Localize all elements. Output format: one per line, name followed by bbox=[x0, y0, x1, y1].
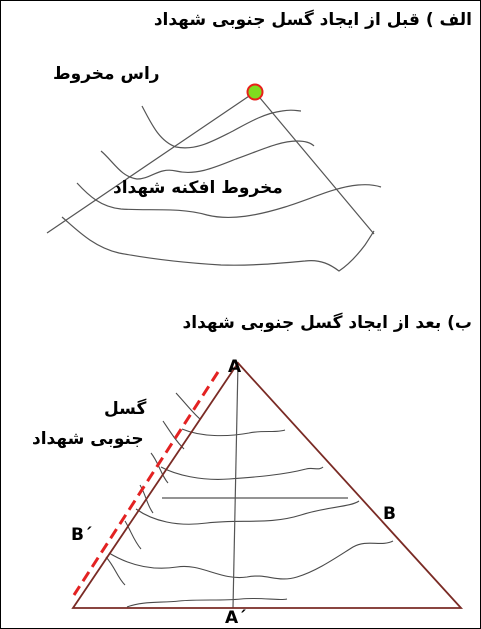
fault-line bbox=[72, 371, 220, 596]
fan-contour-3 bbox=[76, 182, 382, 218]
vertex-b-prime-label: B´ bbox=[71, 525, 93, 545]
fan-contour-b-5 bbox=[126, 597, 288, 608]
fan-contour-b-3 bbox=[135, 500, 360, 525]
faulted-fan-diagram bbox=[71, 361, 464, 609]
fan-contours-b bbox=[105, 392, 394, 608]
fan-contour-b-1 bbox=[181, 428, 286, 437]
fan-triangle bbox=[71, 361, 464, 609]
fault-label-line2: جنوبی شهداد bbox=[32, 429, 144, 449]
fan-contour-4 bbox=[61, 216, 375, 272]
fault-label-line1: گسل bbox=[104, 399, 147, 419]
fan-apex-label: راس مخروط bbox=[53, 64, 160, 84]
fan-diagram bbox=[46, 91, 382, 272]
vertex-a-label: A bbox=[228, 357, 242, 377]
vertex-a-prime-label: A´ bbox=[225, 608, 247, 628]
fan-contour-b-4 bbox=[108, 540, 394, 580]
fan-axis-right bbox=[254, 91, 375, 235]
fan-contour-b-2 bbox=[160, 466, 324, 480]
section-line-a-aprime bbox=[232, 362, 239, 609]
panel-b-title: ب) بعد از ایجاد گسل جنوبی شهداد bbox=[182, 313, 472, 333]
panel-a-title: الف ) قبل از ایجاد گسل جنوبی شهداد bbox=[153, 10, 472, 30]
fan-axis-left bbox=[46, 91, 256, 234]
vertex-b-label: B bbox=[383, 504, 396, 524]
fan-name-label: مخروط افکنه شهداد bbox=[113, 178, 283, 198]
fan-contour-1 bbox=[141, 105, 302, 149]
fan-contour-2 bbox=[100, 140, 315, 180]
fan-apex-marker bbox=[246, 83, 264, 101]
